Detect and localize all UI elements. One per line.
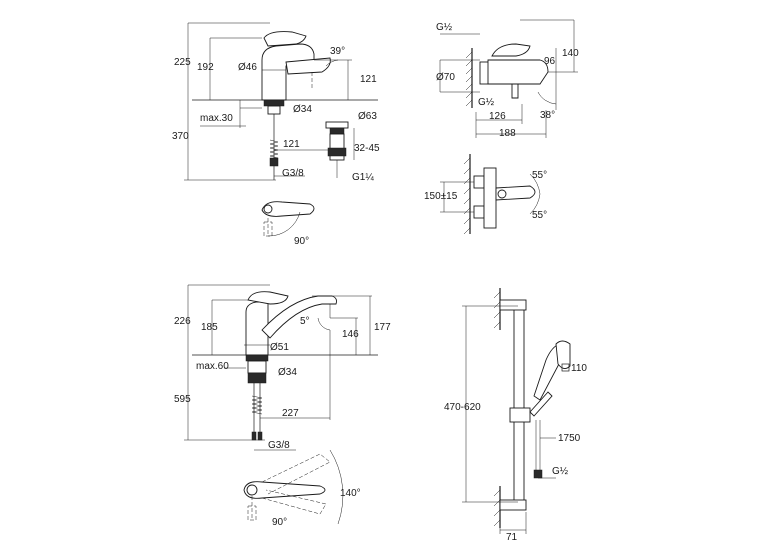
dim-label: 192	[197, 62, 214, 73]
sink-mixer-drawing: 226 185 5° 177 146 Ø51 max.60 Ø34 595 22…	[174, 284, 391, 528]
dim-label: 96	[544, 56, 556, 67]
basin-handle-top-view	[261, 201, 315, 237]
dim-label: 370	[172, 131, 189, 142]
dim-label: 39°	[330, 46, 345, 57]
dim-label: G½	[436, 22, 453, 33]
dim-label: 227	[282, 408, 299, 419]
dim-label: Ø34	[278, 367, 297, 378]
bath-mixer-drawing: G½ 140 96 Ø70 G½ 126 38° 188	[436, 19, 579, 139]
dim-label: 55°	[532, 210, 547, 221]
dim-label: Ø63	[358, 111, 377, 122]
basin-mixer-drawing: 225 192 39° Ø46 121 Ø34 max.30 Ø63 370 1…	[172, 22, 380, 247]
dim-label: 71	[506, 532, 518, 543]
dim-label: 188	[499, 128, 516, 139]
dim-label: Ø51	[270, 342, 289, 353]
dim-label: 146	[342, 329, 359, 340]
dim-label: 32-45	[354, 143, 380, 154]
dim-label: Ø70	[436, 72, 455, 83]
dim-label: 226	[174, 316, 191, 327]
dim-label: 121	[283, 139, 300, 150]
dim-label: G1¼	[352, 171, 374, 183]
dim-label: 90°	[272, 517, 287, 528]
dim-label: 38°	[540, 110, 555, 121]
dim-label: G3/8	[268, 440, 290, 451]
shower-rail-drawing: 110 470-620 1750 G½ 71	[444, 288, 587, 543]
dim-label: 470-620	[444, 402, 481, 413]
dim-label: 177	[374, 322, 391, 333]
dim-label: Ø34	[293, 104, 312, 115]
dim-label: 225	[174, 57, 191, 68]
dim-label: 55°	[532, 170, 547, 181]
dim-label: 90°	[294, 236, 309, 247]
dim-label: 110	[571, 363, 587, 374]
dim-label: 140	[562, 48, 579, 59]
dim-label: 121	[360, 74, 377, 85]
dim-label: 5°	[300, 316, 310, 327]
dim-label: 595	[174, 394, 191, 405]
dim-label: G½	[552, 466, 569, 477]
dim-label: 140°	[340, 488, 361, 499]
dim-label: 126	[489, 111, 506, 122]
dim-label: G3/8	[282, 168, 304, 179]
dim-label: max.30	[200, 113, 233, 124]
dim-label: 1750	[558, 433, 581, 444]
sink-handle-top-view	[243, 449, 344, 525]
dim-label: Ø46	[238, 62, 257, 73]
dim-label: max.60	[196, 361, 229, 372]
dim-label: 185	[201, 322, 218, 333]
dim-label: G½	[478, 97, 495, 108]
bath-mixer-rotation-drawing: 55° 150±15 55°	[424, 154, 547, 235]
dim-label: 150±15	[424, 191, 458, 202]
